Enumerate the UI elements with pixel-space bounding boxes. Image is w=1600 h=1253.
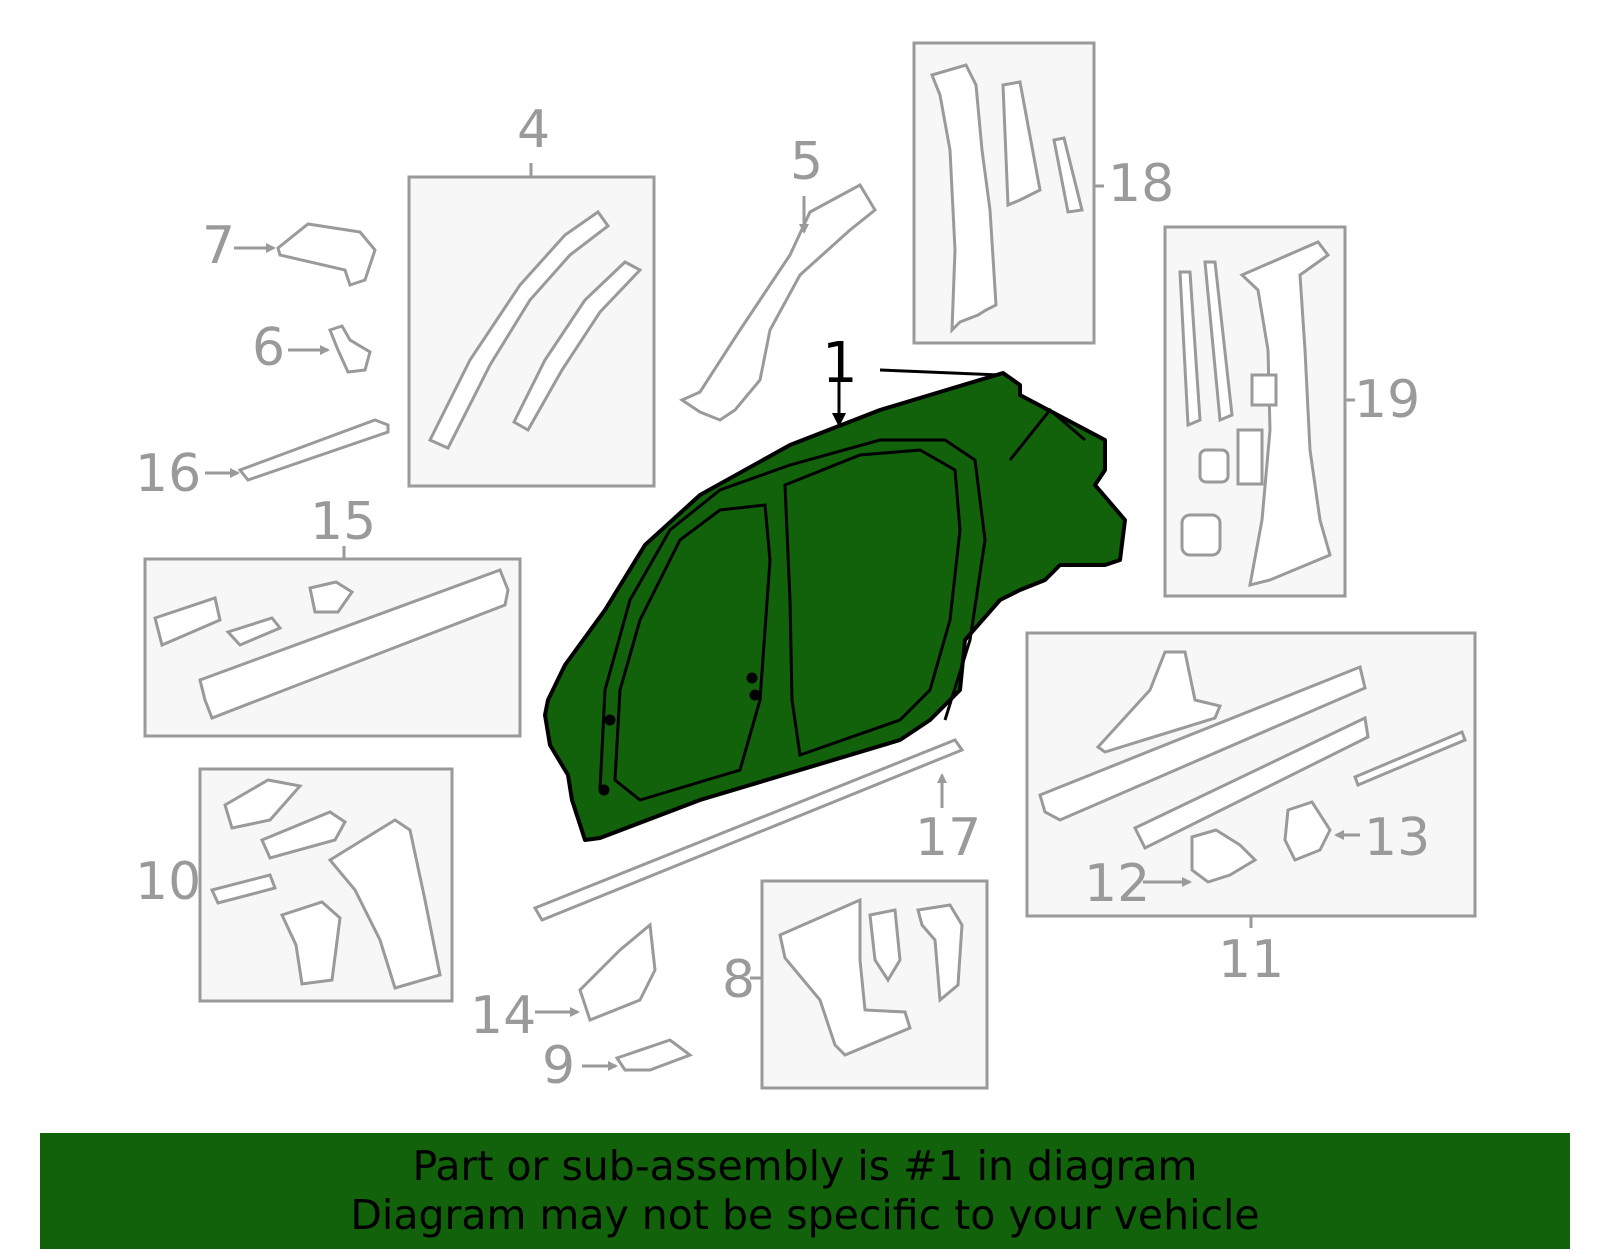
callout-6[interactable]: 6	[252, 318, 286, 378]
callout-15[interactable]: 15	[310, 492, 377, 552]
group-box-15[interactable]	[143, 546, 522, 738]
group-box-4[interactable]	[407, 163, 656, 488]
callout-19[interactable]: 19	[1354, 370, 1421, 430]
group-box-18[interactable]	[912, 41, 1104, 345]
part-17[interactable]	[532, 738, 965, 922]
callout-12[interactable]: 12	[1084, 854, 1151, 914]
callout-16[interactable]: 16	[135, 444, 202, 504]
group-box-19[interactable]	[1163, 225, 1355, 598]
callout-14[interactable]: 14	[470, 986, 537, 1046]
callout-5[interactable]: 5	[790, 132, 824, 192]
callout-10[interactable]: 10	[135, 852, 202, 912]
callout-17[interactable]: 17	[915, 808, 982, 868]
group-box-8[interactable]	[750, 879, 989, 1090]
part-5[interactable]	[678, 182, 877, 422]
banner-line-2: Diagram may not be specific to your vehi…	[350, 1191, 1260, 1239]
callout-7[interactable]: 7	[202, 216, 236, 276]
part-7[interactable]	[276, 222, 377, 287]
part-16[interactable]	[237, 418, 390, 482]
callout-9[interactable]: 9	[542, 1036, 576, 1096]
info-banner: Part or sub-assembly is #1 in diagram Di…	[40, 1133, 1570, 1249]
part-1-highlighted[interactable]	[543, 368, 1127, 842]
callout-11[interactable]: 11	[1218, 930, 1285, 990]
banner-line-1: Part or sub-assembly is #1 in diagram	[412, 1142, 1198, 1190]
group-box-11[interactable]	[1025, 631, 1477, 928]
callout-18[interactable]: 18	[1108, 154, 1175, 214]
part-9[interactable]	[614, 1038, 694, 1072]
callout-13[interactable]: 13	[1364, 808, 1431, 868]
part-14[interactable]	[578, 922, 657, 1022]
part-6[interactable]	[328, 324, 372, 374]
group-box-10[interactable]	[198, 767, 454, 1003]
callout-4[interactable]: 4	[517, 100, 551, 160]
callout-8[interactable]: 8	[722, 950, 756, 1010]
callout-1[interactable]: 1	[822, 331, 858, 396]
